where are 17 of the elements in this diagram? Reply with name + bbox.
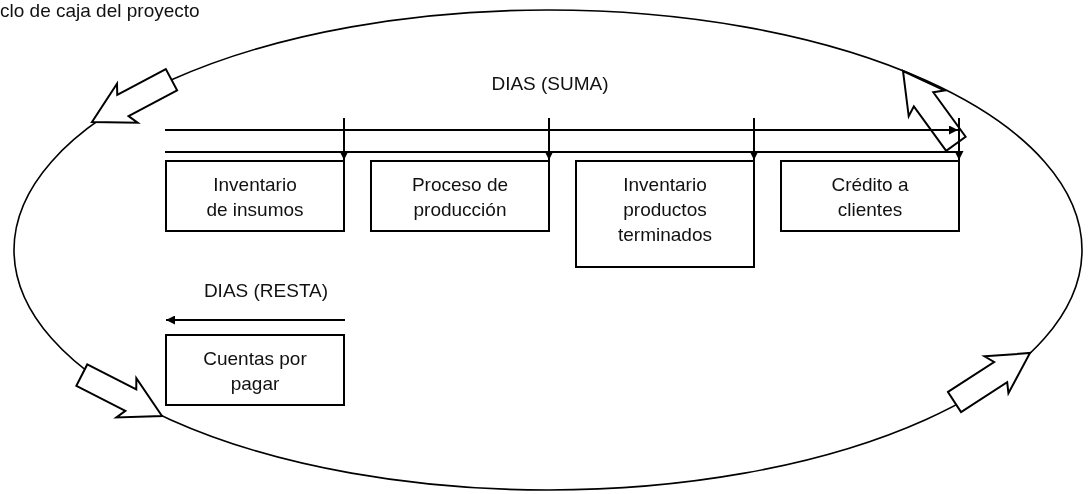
arrow (749, 117, 759, 161)
process-box (370, 160, 550, 232)
process-box (165, 160, 345, 232)
arrow (544, 117, 554, 161)
title: clo de caja del proyecto (0, 0, 200, 22)
process-box (165, 334, 345, 406)
process-box (780, 160, 960, 232)
box-label: Cuentas por pagar (203, 347, 307, 396)
arrow (954, 117, 964, 161)
box-label: Crédito a clientes (830, 173, 910, 222)
axis-label: DIAS (SUMA) (491, 73, 609, 95)
box-label: Inventario productos terminados (617, 173, 713, 247)
process-box (575, 160, 755, 268)
box-label: Inventario de insumos (205, 173, 305, 222)
box-label: Proceso de producción (410, 173, 510, 222)
axis-label: DIAS (RESTA) (203, 280, 329, 302)
arrow (339, 117, 349, 161)
